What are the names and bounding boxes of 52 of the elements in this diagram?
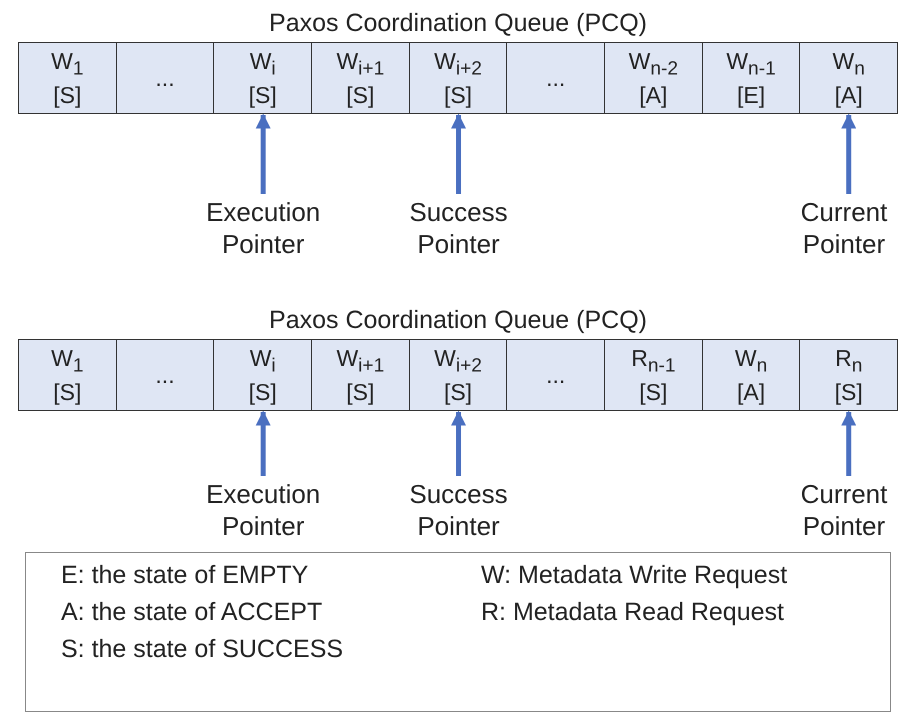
key-text: W: Metadata Write Request xyxy=(481,561,788,590)
request-label: R$_{n}$ xyxy=(835,344,862,378)
key-text: E: the state of EMPTY xyxy=(61,561,308,590)
state-label: [S] xyxy=(53,379,82,406)
pointer-label: Current Pointer xyxy=(769,196,919,260)
state-label: [A] xyxy=(736,379,766,406)
state-label: [S] xyxy=(248,82,277,108)
state-label: [S] xyxy=(444,82,472,108)
request-label: W$_{i+1}$ xyxy=(336,344,384,378)
pointer-label: Execution Pointer xyxy=(188,196,338,260)
request-label: ... xyxy=(546,362,566,388)
key-text: A: the state of ACCEPT xyxy=(61,598,322,627)
state-label: [A] xyxy=(639,82,668,108)
request-label: W$_{1}$ xyxy=(51,344,84,378)
queue-title: Paxos Coordination Queue (PCQ) xyxy=(268,8,648,39)
pointer-arrow xyxy=(841,410,856,476)
state-label: [S] xyxy=(346,82,374,108)
pointer-arrow xyxy=(256,114,271,194)
pointer-label: Success Pointer xyxy=(384,196,534,260)
pointer-arrow xyxy=(841,114,856,194)
request-label: W$_{1}$ xyxy=(51,48,84,82)
state-label: [S] xyxy=(639,379,668,406)
request-label: ... xyxy=(155,362,175,388)
key-box xyxy=(25,552,891,712)
request-label: R$_{n-1}$ xyxy=(631,344,676,378)
pointer-arrow xyxy=(256,410,271,476)
queue-title: Paxos Coordination Queue (PCQ) xyxy=(268,305,648,336)
state-label: [E] xyxy=(736,82,766,108)
state-label: [A] xyxy=(834,82,863,108)
pointer-arrow xyxy=(451,410,466,476)
request-label: W$_{n}$ xyxy=(734,344,768,378)
pointer-arrow xyxy=(451,114,466,194)
state-label: [S] xyxy=(53,82,82,108)
state-label: [S] xyxy=(248,379,277,406)
request-label: W$_{i+2}$ xyxy=(434,48,482,82)
request-label: W$_{i+1}$ xyxy=(336,48,384,82)
request-label: W$_{i}$ xyxy=(250,344,276,378)
state-label: [S] xyxy=(346,379,374,406)
request-label: W$_{n-2}$ xyxy=(628,48,678,82)
key-text: S: the state of SUCCESS xyxy=(61,635,344,664)
request-label: ... xyxy=(546,65,566,91)
request-label: W$_{i+2}$ xyxy=(434,344,482,378)
request-label: ... xyxy=(155,65,175,91)
request-label: W$_{n}$ xyxy=(832,48,865,82)
state-label: [S] xyxy=(444,379,472,406)
pointer-label: Success Pointer xyxy=(384,478,534,542)
request-label: W$_{i}$ xyxy=(250,48,276,82)
pointer-label: Execution Pointer xyxy=(188,478,338,542)
state-label: [S] xyxy=(834,379,863,406)
request-label: W$_{n-1}$ xyxy=(726,48,776,82)
key-text: R: Metadata Read Request xyxy=(481,598,784,627)
pointer-label: Current Pointer xyxy=(769,478,919,542)
